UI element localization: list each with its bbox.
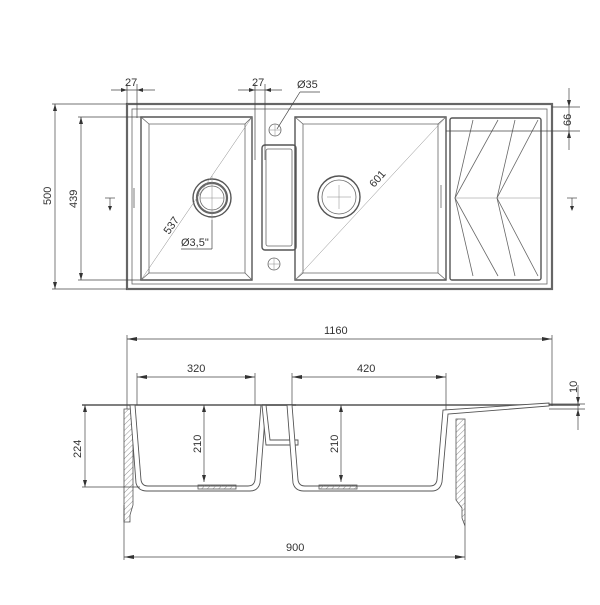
svg-text:1160: 1160 [324,325,348,337]
svg-text:27: 27 [125,77,137,89]
svg-text:224: 224 [72,440,84,458]
svg-text:320: 320 [187,363,205,375]
dim-right-bowl-depth: 210 [329,405,343,482]
svg-text:439: 439 [68,190,80,208]
svg-text:500: 500 [42,187,54,205]
dim-overall-height: 224 [72,405,140,488]
svg-text:Ø3,5": Ø3,5" [181,237,209,249]
svg-text:420: 420 [357,363,375,375]
svg-text:66: 66 [562,114,574,126]
right-cabinet-wall [455,418,466,527]
dim-left-bowl-depth: 210 [192,405,206,482]
dim-cabinet-width: 900 [123,505,466,560]
dim-left-bowl-width: 320 [136,363,256,405]
svg-text:10: 10 [568,381,580,393]
dim-tap-hole: Ø35 [276,79,320,130]
drainer [449,117,542,281]
dim-bowl-depth: 439 [68,116,141,281]
dim-overall-depth: 500 [42,103,127,290]
right-bowl-profile [286,402,550,492]
right-bowl [294,116,447,281]
sink-outer-rim [125,102,554,291]
dim-drainer-inset: 66 [446,88,580,150]
dim-rim-thickness: 10 [549,381,585,430]
dim-right-diagonal: 601 [367,168,388,190]
svg-text:210: 210 [192,435,204,453]
overflow-divider [261,123,297,271]
dim-divider-offset: 27 [238,77,282,160]
svg-text:210: 210 [329,435,341,453]
section-marker [105,188,577,211]
dim-overall-width: 1160 [126,325,553,409]
top-view: 27 27 Ø35 500 [42,77,580,291]
dim-left-offset: 27 [111,77,155,118]
dim-left-diagonal: 537 [162,215,182,237]
right-waste-basket [318,484,358,490]
svg-text:27: 27 [252,77,264,89]
left-waste-basket [197,484,237,490]
svg-text:Ø35: Ø35 [297,79,318,91]
dim-waste-diameter: Ø3,5" [181,220,213,250]
dim-right-bowl-width: 420 [291,363,447,410]
left-bowl [140,116,253,281]
section-view: 1160 320 420 10 [72,325,585,560]
svg-text:900: 900 [286,542,304,554]
right-waste-outlet [317,175,361,219]
